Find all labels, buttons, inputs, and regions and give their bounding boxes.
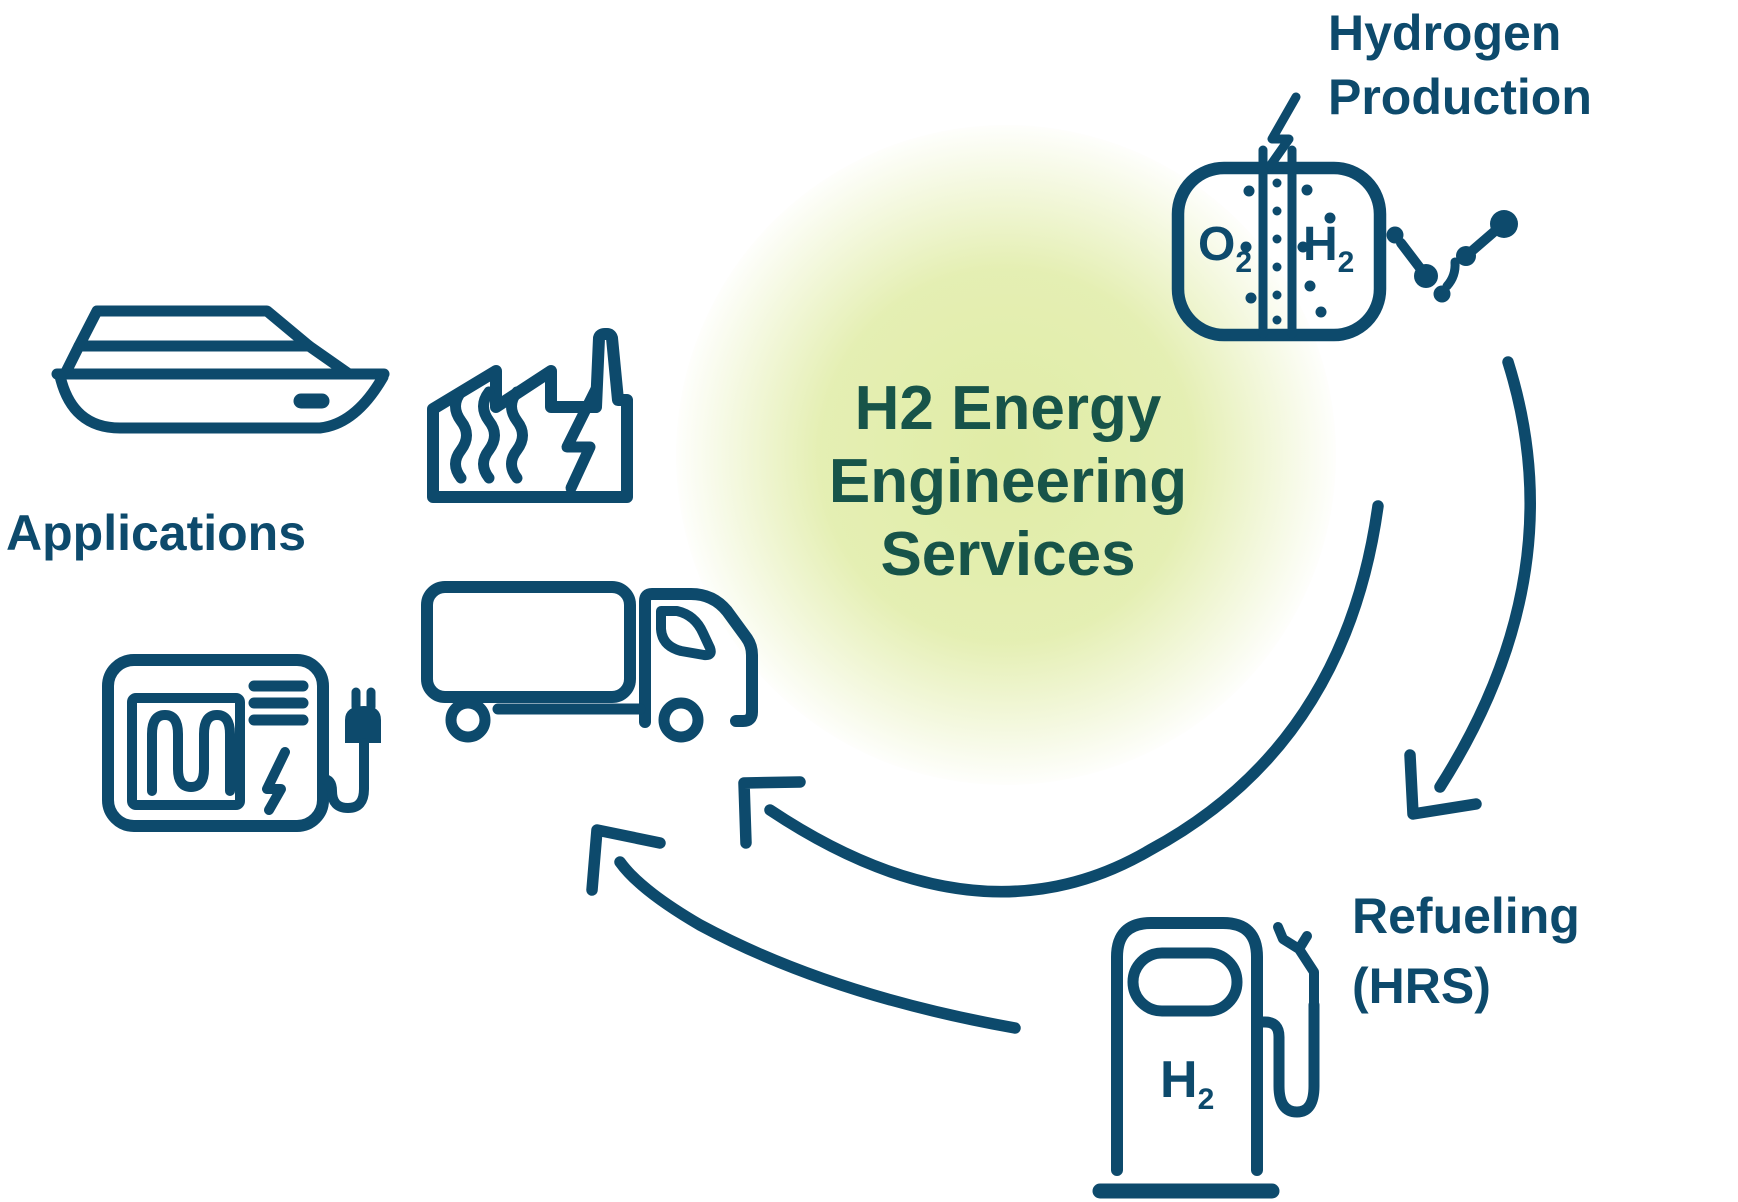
arrowhead-icon	[1404, 749, 1482, 820]
heating-coil-icon	[147, 710, 235, 796]
pump-nozzle-icon	[1273, 922, 1319, 1010]
oxygen-subscript: 2	[1235, 246, 1253, 279]
electrolyzer-hydrogen-label: H2	[1303, 218, 1354, 279]
factory-icon	[427, 328, 633, 503]
center-glow	[676, 125, 1336, 785]
heat-wave-icon	[450, 386, 472, 484]
heat-wave-icon	[506, 386, 528, 484]
lightning-icon	[1265, 92, 1301, 171]
hydrogen-subscript: 2	[1197, 1083, 1215, 1116]
cab-window-icon	[656, 606, 716, 661]
applications-label: Applications	[6, 505, 307, 561]
arrowhead-icon	[738, 776, 806, 849]
power-cable-icon	[318, 738, 369, 813]
lightning-icon	[561, 383, 602, 494]
refueling-label: Refueling (HRS)	[1352, 888, 1580, 1014]
center-title: H2 Energy Engineering Services	[828, 374, 1188, 589]
arrow-refueling-to-applications-lower	[586, 824, 1021, 1034]
hydrogen-symbol: H	[1160, 1051, 1198, 1109]
pump-hose-icon	[1251, 999, 1320, 1118]
arrow-production-to-refueling	[1404, 356, 1536, 820]
vent-lines-icon	[248, 680, 309, 726]
membrane-icon	[1258, 145, 1297, 339]
electrolyzer-oxygen-label: O2	[1198, 218, 1252, 279]
electrolyzer-icon	[1171, 92, 1387, 342]
arrowhead-icon	[586, 824, 666, 896]
hydrogen-molecules-icon	[1386, 210, 1518, 303]
plug-prongs-icon	[351, 687, 376, 712]
fuel-pump-icon	[1092, 917, 1320, 1199]
hydrogen-subscript: 2	[1337, 246, 1355, 279]
truck-icon	[421, 581, 758, 743]
lightning-icon	[262, 747, 290, 815]
hydrogen-symbol: H	[1303, 218, 1338, 271]
pump-display-icon	[1127, 947, 1243, 1017]
plug-head-icon	[345, 706, 381, 743]
generator-plug-icon	[102, 654, 381, 832]
pump-hydrogen-label: H2	[1160, 1051, 1214, 1116]
ship-icon	[51, 305, 390, 434]
production-label: Hydrogen Production	[1328, 5, 1592, 125]
heat-wave-icon	[478, 386, 500, 484]
arrow-refueling-to-applications-upper	[738, 500, 1384, 898]
oxygen-symbol: O	[1198, 218, 1236, 271]
